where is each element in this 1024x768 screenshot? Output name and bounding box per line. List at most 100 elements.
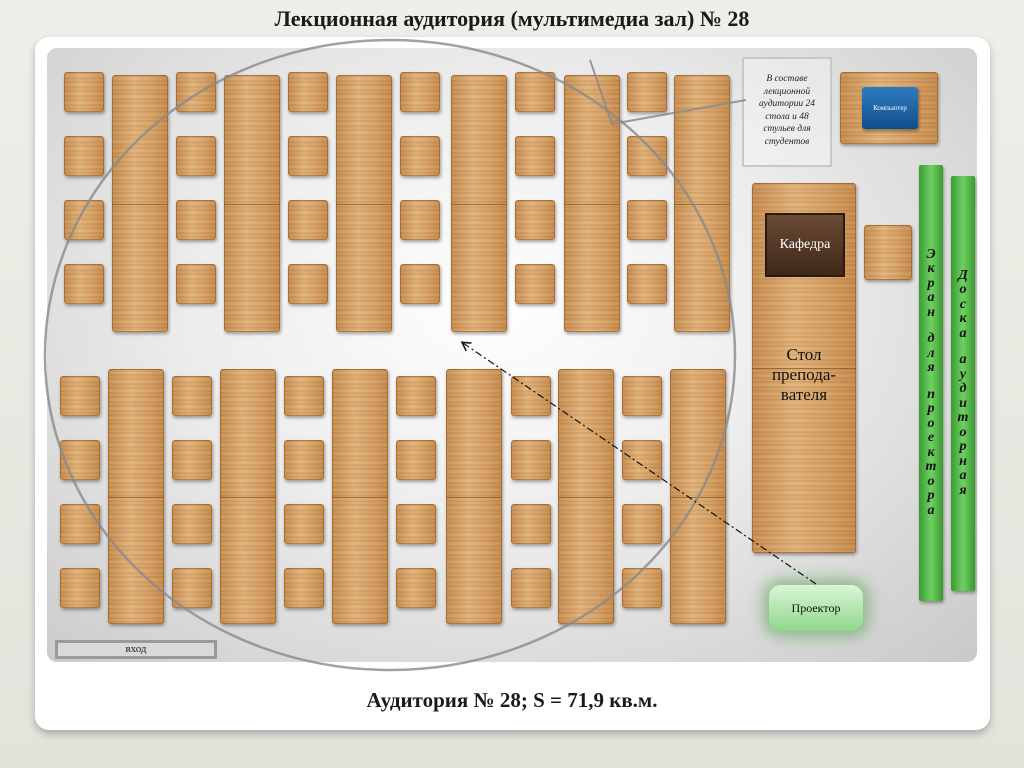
classroom-board-letter: а [959, 325, 967, 341]
student-chair [622, 440, 662, 480]
student-chair [284, 376, 324, 416]
classroom-board-letter: у [959, 366, 967, 382]
projector-screen-letter: Э [926, 246, 936, 262]
student-desk [108, 369, 164, 624]
student-chair [172, 376, 212, 416]
student-chair [284, 440, 324, 480]
student-desk [446, 369, 502, 624]
furniture-note: В составе лекционной аудитории 24 стола … [742, 57, 832, 167]
student-chair [400, 200, 440, 240]
page-title: Лекционная аудитория (мультимедиа зал) №… [274, 6, 750, 31]
note-line: аудитории 24 [758, 99, 816, 109]
projector-screen-letter: т [925, 459, 937, 475]
student-chair [60, 568, 100, 608]
student-chair [172, 568, 212, 608]
student-chair [288, 264, 328, 304]
classroom-board-letter: о [959, 282, 967, 298]
projector-screen-letter: а [927, 502, 935, 518]
footer-caption: Аудитория № 28; S = 71,9 кв.м. [366, 688, 658, 712]
student-chair [396, 440, 436, 480]
projector-screen-letter: р [927, 401, 935, 417]
classroom-board-letter: а [959, 468, 967, 484]
teacher-desk-line: Стол [786, 345, 822, 364]
projector-screen-letter: н [927, 304, 935, 320]
classroom-board-letter: о [959, 424, 967, 440]
projector-screen-letter: к [927, 261, 935, 277]
student-chair [284, 504, 324, 544]
student-chair [515, 72, 555, 112]
student-chair [64, 72, 104, 112]
projector-screen-letter: о [927, 473, 935, 489]
student-chair [172, 504, 212, 544]
student-chair [622, 376, 662, 416]
classroom-board-letter: к [959, 311, 967, 327]
student-chair [622, 504, 662, 544]
classroom-board-letter: д [959, 381, 967, 397]
teacher-chair [864, 225, 912, 280]
classroom-board-letter: я [959, 482, 967, 498]
projector-screen-letter: а [927, 290, 935, 306]
student-chair [396, 376, 436, 416]
student-chair [622, 568, 662, 608]
projector-screen-letter: д [927, 331, 935, 347]
student-desk [558, 369, 614, 624]
entrance-label: вход [55, 640, 217, 659]
note-line: В составе [766, 74, 808, 84]
student-chair [64, 136, 104, 176]
student-desk [674, 75, 730, 332]
student-desk [224, 75, 280, 332]
student-chair [64, 200, 104, 240]
classroom-board-letter: и [959, 395, 967, 411]
note-line: лекционной [763, 86, 811, 97]
student-chair [176, 200, 216, 240]
student-chair [627, 200, 667, 240]
student-chair [284, 568, 324, 608]
student-chair [288, 136, 328, 176]
lectern-label: Кафедра [765, 213, 845, 277]
projector-screen-letter: л [927, 345, 935, 361]
student-chair [515, 264, 555, 304]
student-chair [288, 72, 328, 112]
classroom-board-letter: р [959, 439, 967, 455]
student-chair [511, 504, 551, 544]
projector-screen-letter: п [927, 386, 935, 402]
classroom-board-letter: а [959, 352, 967, 368]
student-chair [176, 264, 216, 304]
student-chair [60, 504, 100, 544]
student-chair [511, 568, 551, 608]
projector-screen-letter: е [927, 430, 935, 446]
student-chair [176, 72, 216, 112]
student-chair [515, 136, 555, 176]
projector-screen-letter: о [927, 415, 935, 431]
projector-screen-letter: р [927, 488, 935, 504]
student-desk [670, 369, 726, 624]
teacher-desk-line: препода- [771, 365, 837, 384]
classroom-board-letter: Д [958, 267, 968, 283]
projector-label: Проектор [769, 585, 863, 631]
student-chair [400, 72, 440, 112]
student-chair [64, 264, 104, 304]
computer-label: Компьютер [862, 87, 918, 129]
classroom-board-letter: н [959, 453, 967, 469]
student-chair [172, 440, 212, 480]
student-chair [288, 200, 328, 240]
classroom-board-letter: с [959, 296, 967, 312]
student-chair [627, 264, 667, 304]
student-chair [627, 72, 667, 112]
note-line: студентов [764, 136, 810, 147]
student-desk [112, 75, 168, 332]
note-line: стульев для [763, 124, 811, 134]
student-desk [564, 75, 620, 332]
teacher-desk-label: Стол препода- вателя [752, 345, 856, 405]
student-chair [396, 504, 436, 544]
student-chair [400, 136, 440, 176]
student-chair [176, 136, 216, 176]
projector-screen-letter: р [927, 275, 935, 291]
student-chair [396, 568, 436, 608]
student-chair [511, 376, 551, 416]
student-chair [60, 376, 100, 416]
classroom-board-letter: т [957, 410, 969, 426]
student-chair [515, 200, 555, 240]
student-desk [451, 75, 507, 332]
